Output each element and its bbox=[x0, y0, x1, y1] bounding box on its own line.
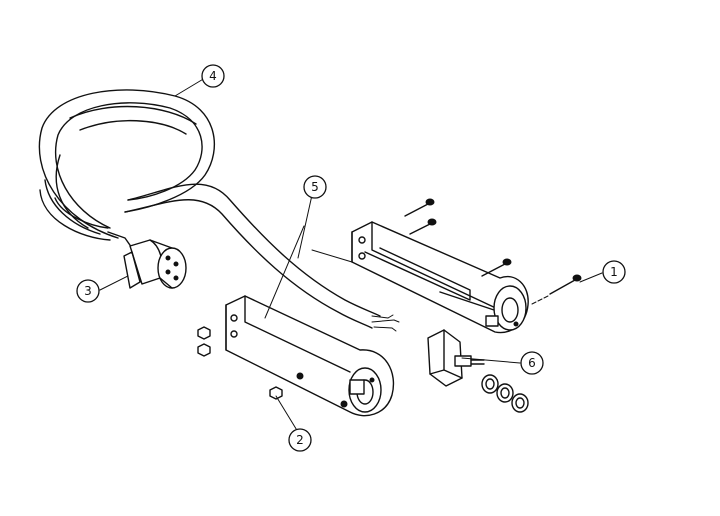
callout-5-label: 5 bbox=[311, 180, 319, 194]
bolts bbox=[404, 198, 582, 305]
callout-2-label: 2 bbox=[296, 433, 304, 447]
lower-bracket bbox=[225, 295, 395, 417]
callout-3: 3 bbox=[76, 279, 100, 303]
callout-1-label: 1 bbox=[610, 265, 618, 279]
callout-6: 6 bbox=[520, 351, 544, 375]
leader-lines bbox=[99, 77, 603, 433]
callout-2: 2 bbox=[288, 428, 312, 452]
callout-5: 5 bbox=[303, 175, 327, 199]
plug-connector bbox=[107, 231, 187, 289]
callout-1: 1 bbox=[602, 260, 626, 284]
callout-3-label: 3 bbox=[84, 284, 92, 298]
nuts bbox=[197, 326, 283, 400]
switch-assembly bbox=[427, 329, 529, 413]
callout-6-label: 6 bbox=[528, 356, 536, 370]
callout-4-label: 4 bbox=[209, 69, 217, 83]
callout-4: 4 bbox=[201, 64, 225, 88]
upper-bracket bbox=[351, 221, 529, 334]
coiled-cable bbox=[38, 89, 400, 332]
